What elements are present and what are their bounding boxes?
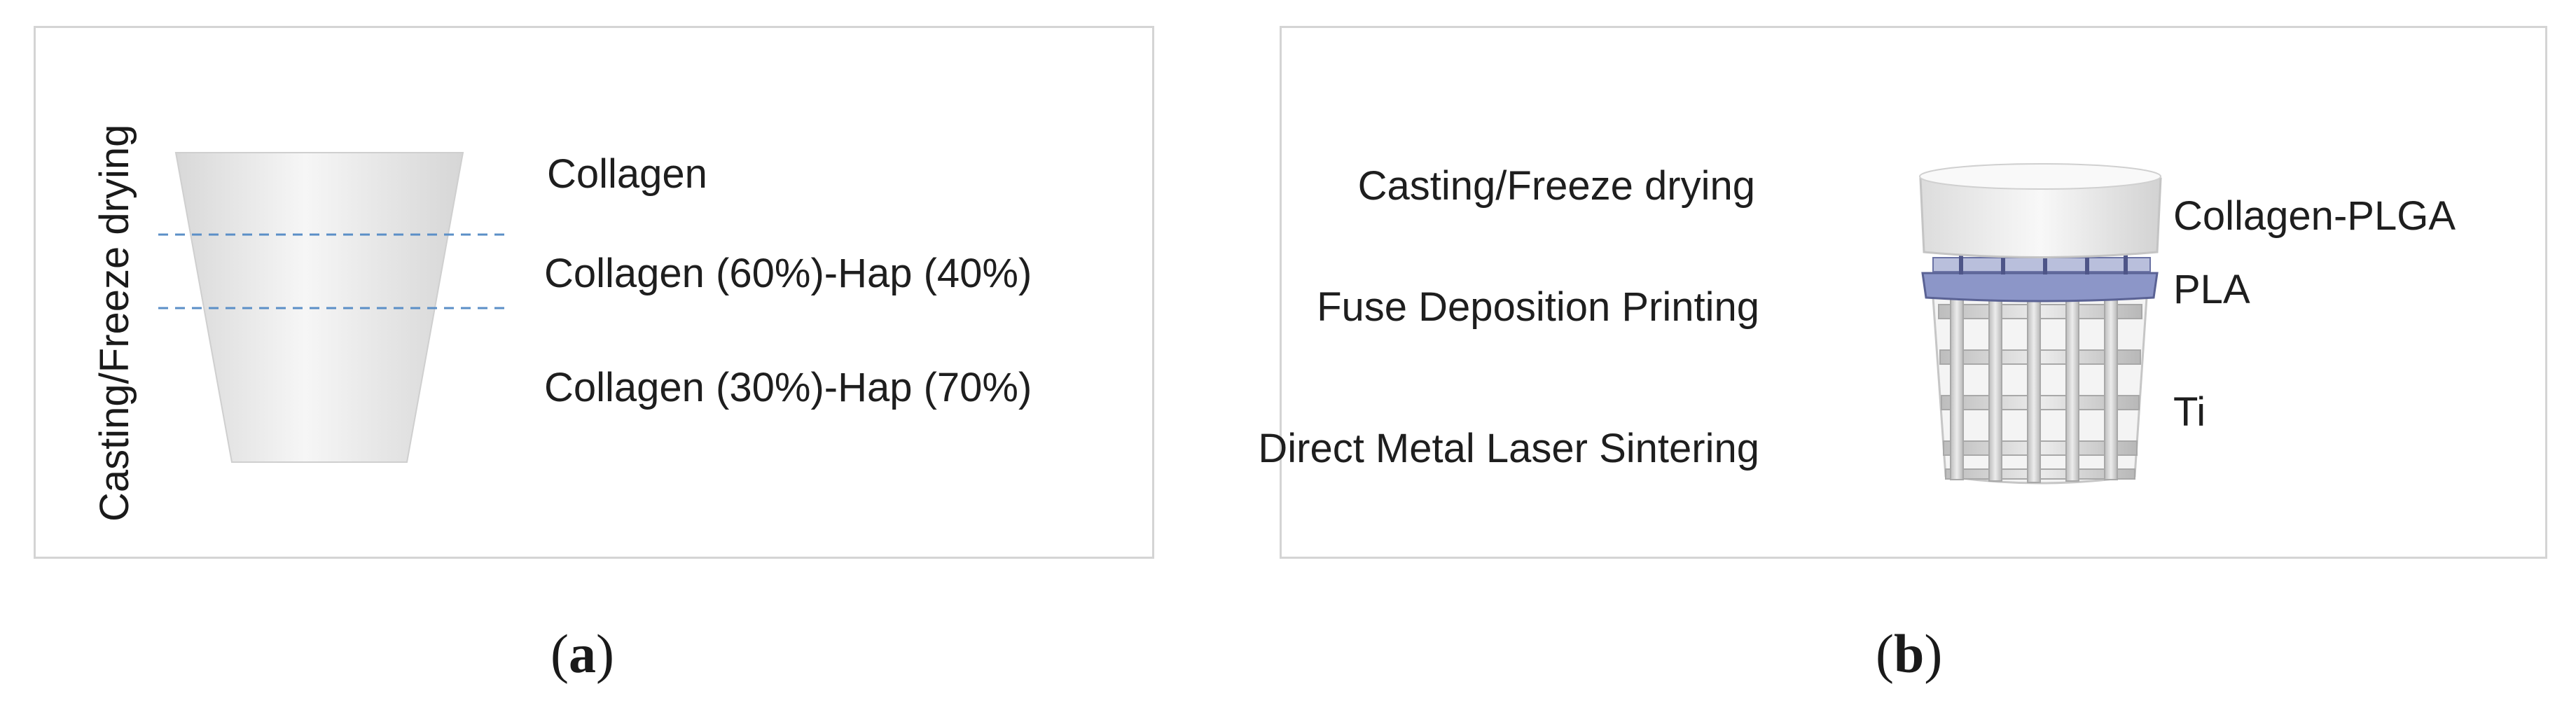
collagen-plga-layer	[1919, 163, 2162, 258]
panel-a: Casting/Freeze drying Collagen Collagen …	[34, 26, 1154, 559]
material-label-ti: Ti	[2173, 389, 2206, 435]
method-label-fdm: Fuse Deposition Printing	[1317, 284, 1759, 330]
caption-b: (b)	[1876, 623, 1943, 684]
caption-b-letter: b	[1893, 623, 1925, 684]
graded-scaffold-cup	[158, 152, 505, 463]
layer-label-collagen-30-hap-70: Collagen (30%)-Hap (70%)	[544, 365, 1032, 410]
layer-label-collagen-60-hap-40: Collagen (60%)-Hap (40%)	[544, 251, 1032, 296]
caption-a: (a)	[550, 623, 614, 684]
multilayer-scaffold	[1919, 163, 2162, 485]
method-label-dmls: Direct Metal Laser Sintering	[1258, 426, 1759, 471]
layer-label-collagen: Collagen	[547, 151, 707, 197]
caption-a-letter: a	[568, 623, 596, 684]
material-label-collagen-plga: Collagen-PLGA	[2173, 193, 2456, 239]
pla-layer	[1921, 253, 2159, 302]
material-label-pla: PLA	[2173, 267, 2250, 312]
ti-lattice	[1932, 296, 2148, 485]
panel-b: Casting/Freeze drying Fuse Deposition Pr…	[1258, 26, 2547, 559]
method-label-casting: Casting/Freeze drying	[1357, 163, 1755, 209]
